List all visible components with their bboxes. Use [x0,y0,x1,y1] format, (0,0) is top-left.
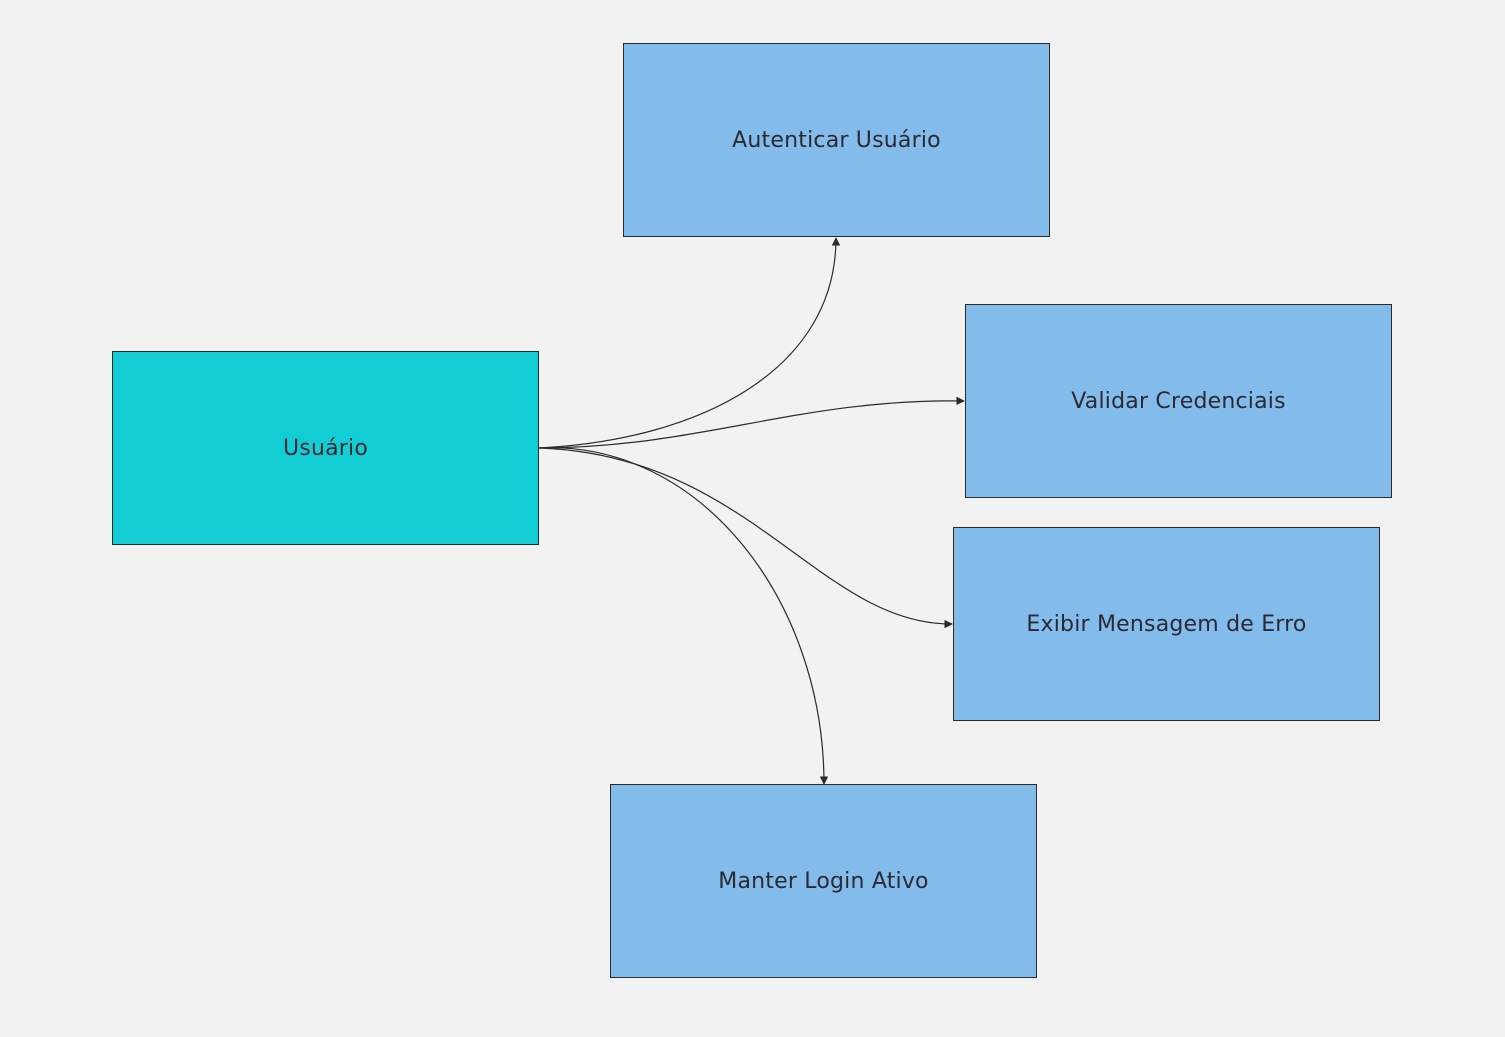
use-case-exibir-mensagem-de-erro-label: Exibir Mensagem de Erro [1026,611,1307,637]
connector-group [538,237,965,785]
actor-usuario-label: Usuário [282,435,368,461]
use-case-manter-login-ativo-label: Manter Login Ativo [718,868,929,894]
connector-actor-to-autenticar [538,237,841,449]
connector-actor-to-validar [538,396,965,449]
actor-usuario-node[interactable]: Usuário [112,351,539,545]
use-case-manter-login-ativo-node[interactable]: Manter Login Ativo [610,784,1037,978]
use-case-exibir-mensagem-de-erro-node[interactable]: Exibir Mensagem de Erro [953,527,1380,721]
use-case-validar-credenciais-label: Validar Credenciais [1071,388,1286,414]
use-case-autenticar-usuario-node[interactable]: Autenticar Usuário [623,43,1050,237]
use-case-validar-credenciais-node[interactable]: Validar Credenciais [965,304,1392,498]
connector-actor-to-exibir [538,447,953,629]
connector-actor-to-manter [538,447,829,785]
use-case-autenticar-usuario-label: Autenticar Usuário [732,127,941,153]
